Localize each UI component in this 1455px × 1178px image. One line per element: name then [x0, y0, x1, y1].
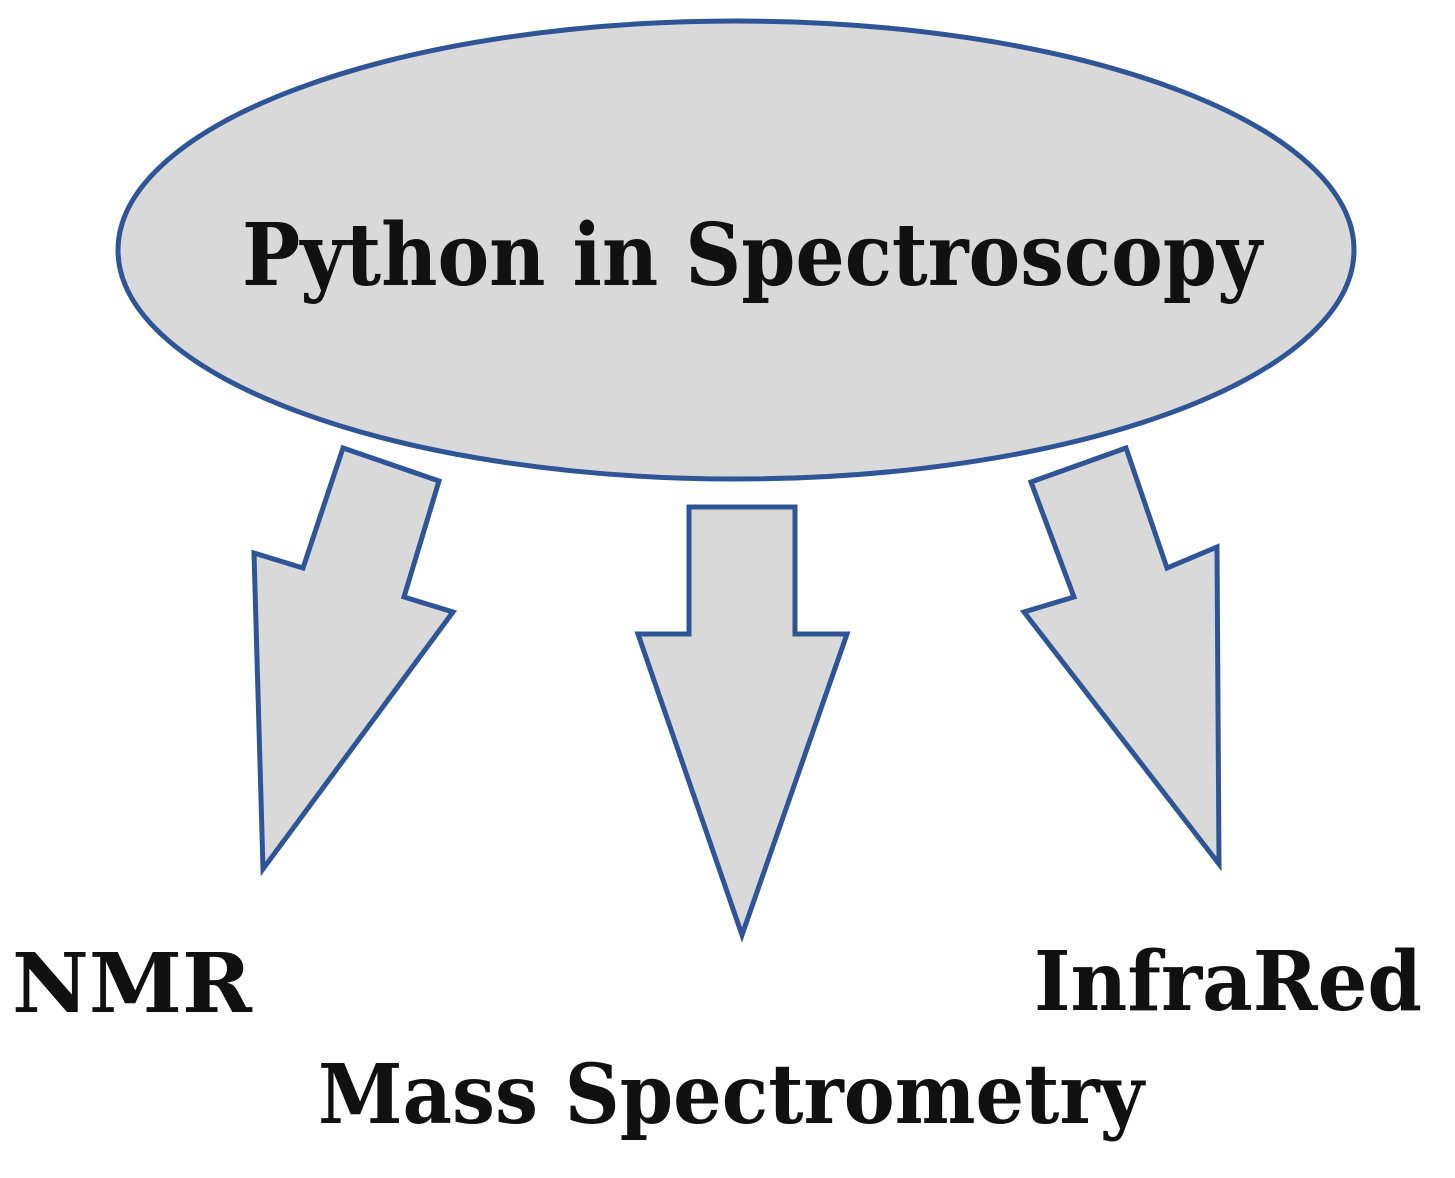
arrow-to-mass-spectrometry — [634, 504, 851, 943]
branch-label-mass-spectrometry: Mass Spectrometry — [318, 1047, 1146, 1143]
arrow-to-infrared — [1019, 444, 1222, 872]
center-node-label: Python in Spectroscopy — [242, 205, 1265, 306]
branch-label-infrared: InfraRed — [1034, 934, 1422, 1030]
branch-label-nmr: NMR — [12, 936, 253, 1032]
arrow-to-nmr — [251, 444, 458, 877]
center-node-ellipse — [115, 18, 1357, 482]
